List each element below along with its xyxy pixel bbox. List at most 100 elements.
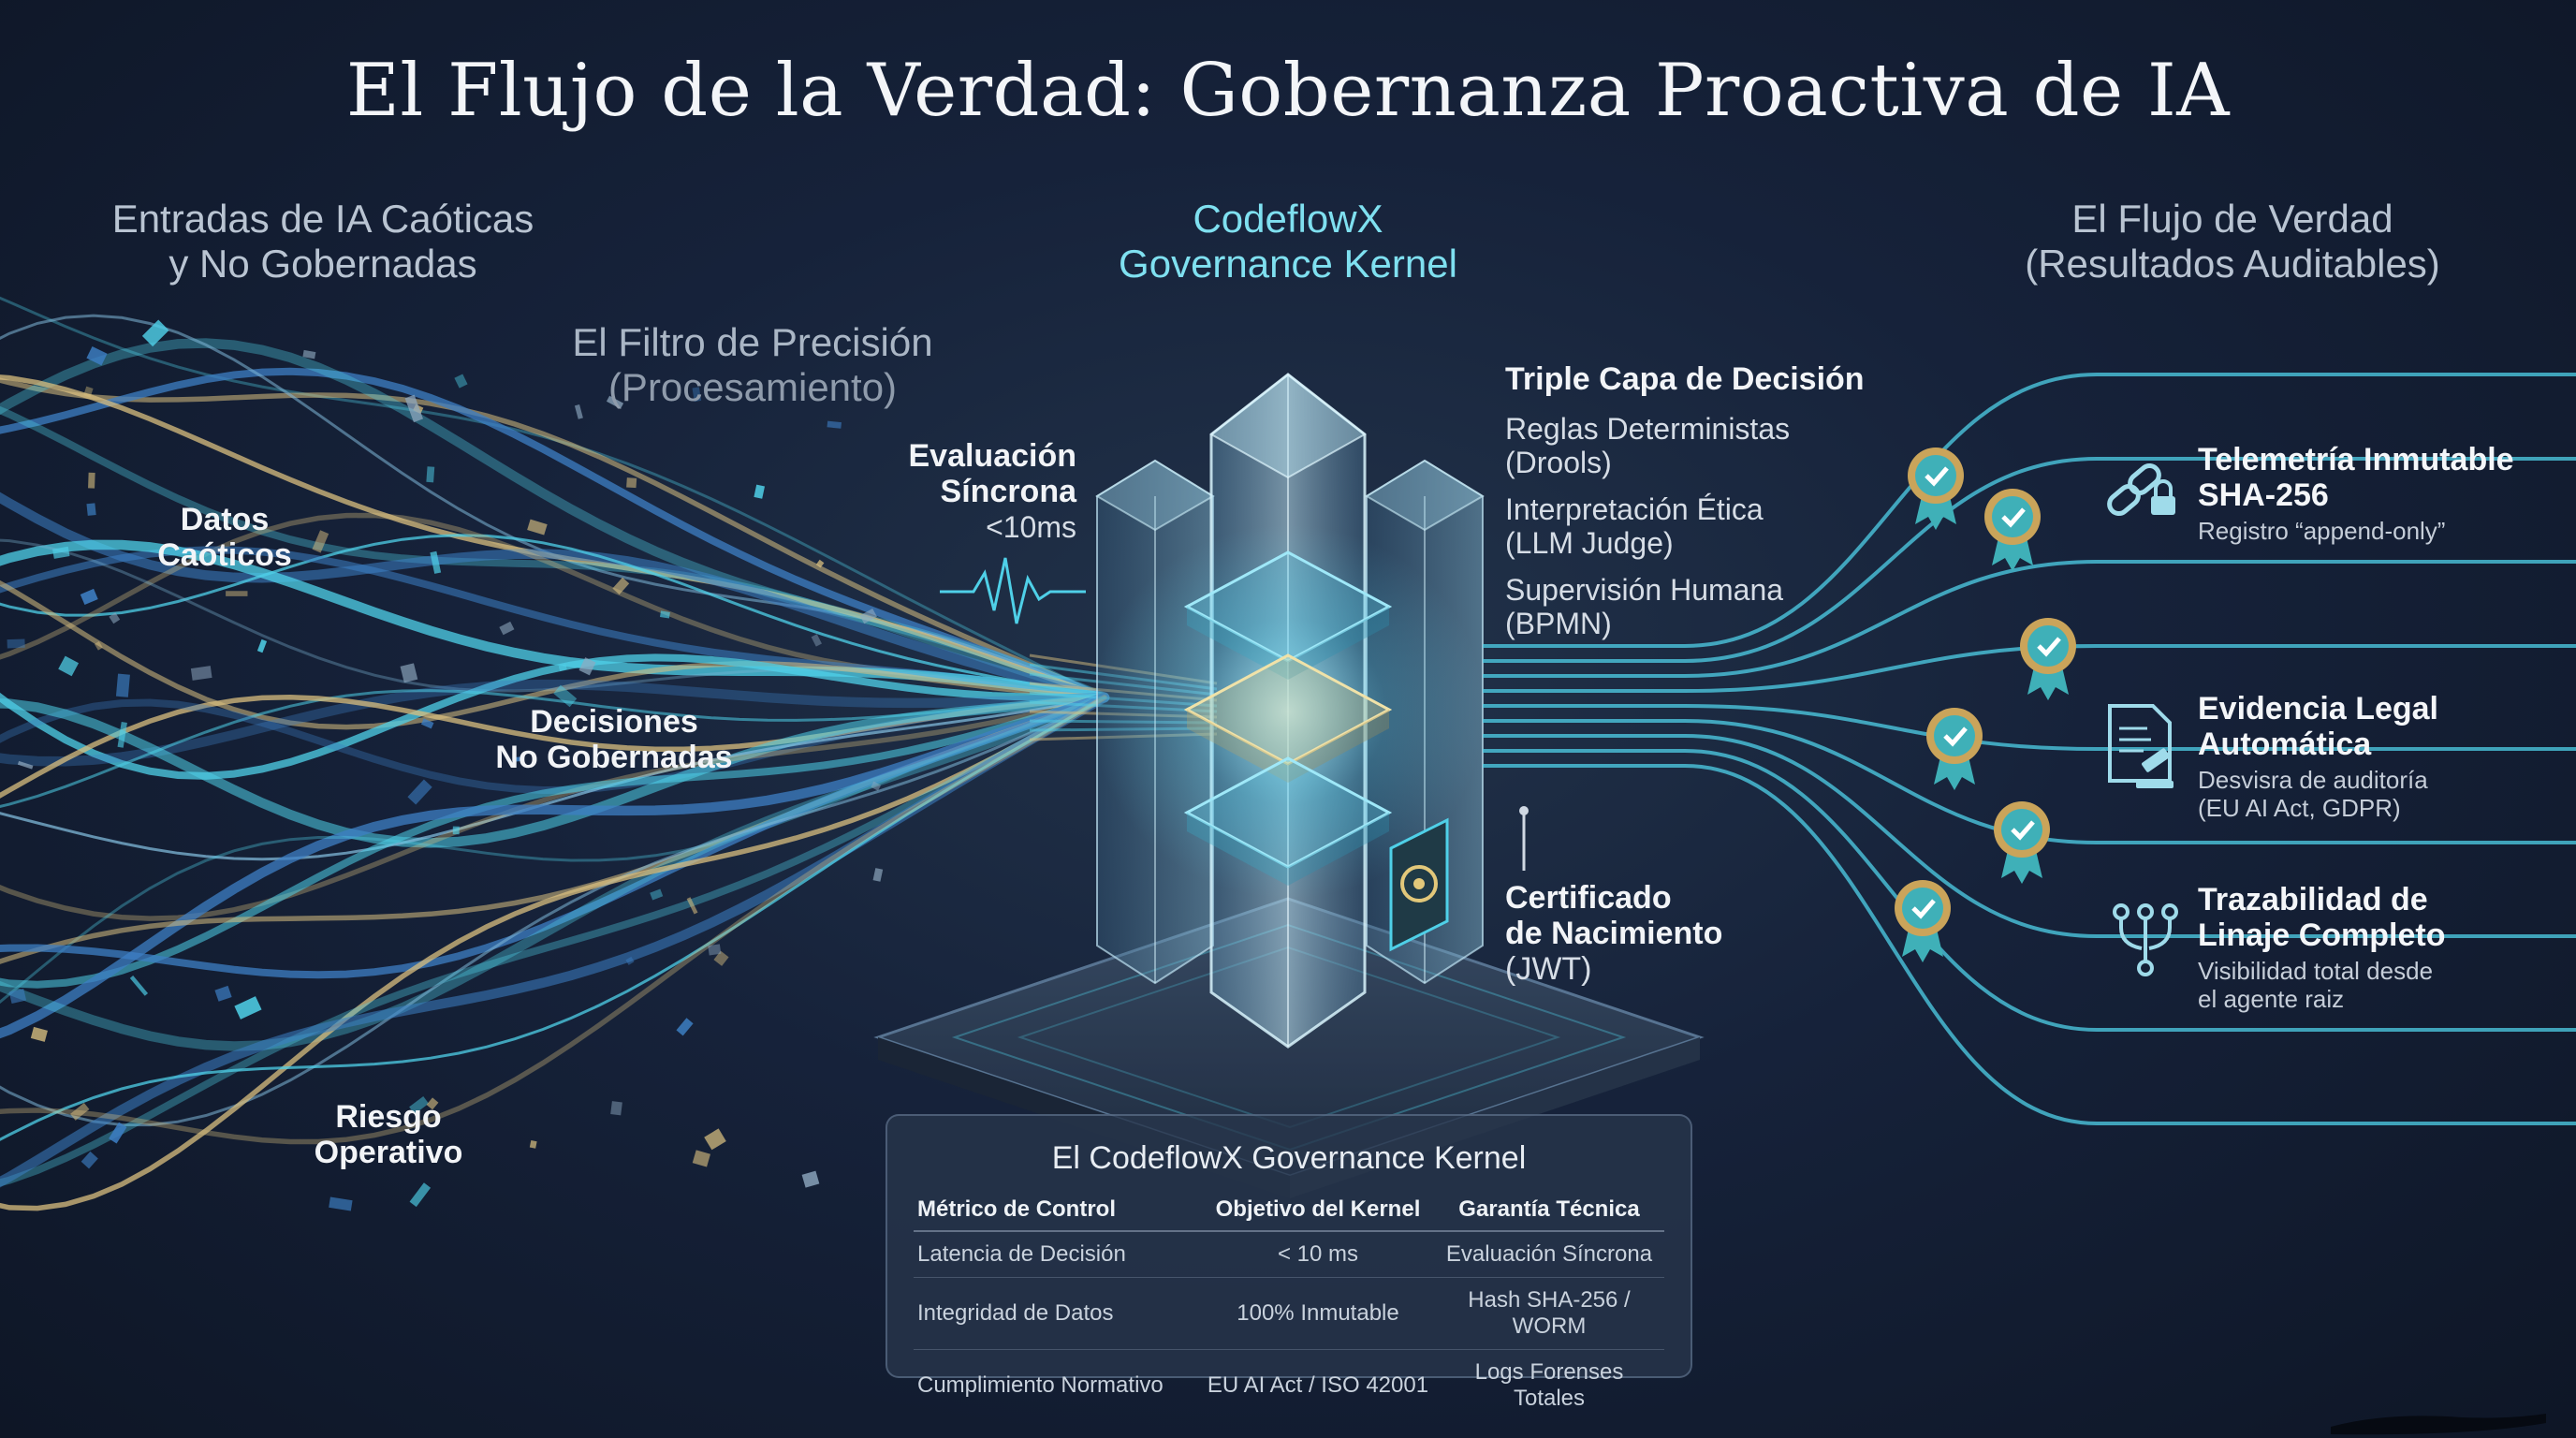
- data-stream-line: [0, 694, 1108, 989]
- right-header-line2: (Resultados Auditables): [2025, 242, 2440, 286]
- outcome-subtitle: Desvisra de auditoría: [2198, 766, 2428, 794]
- outcome-title: Automática: [2198, 726, 2372, 762]
- decision-layer-item-detail: (LLM Judge): [1505, 526, 1674, 560]
- debris-particle: [129, 976, 149, 996]
- verified-badges: [1895, 448, 2076, 962]
- debris-particle: [815, 559, 825, 568]
- debris-particle: [512, 756, 522, 762]
- chaos-label-riesgo: Riesgo Operativo: [271, 1099, 505, 1170]
- data-stream-line: [0, 694, 1108, 1187]
- debris-particle: [8, 988, 27, 1005]
- debris-particle: [692, 1150, 710, 1167]
- outcome-title: Evidencia Legal: [2198, 691, 2438, 726]
- debris-particle: [117, 722, 127, 748]
- truth-flow-line: [1483, 734, 2576, 938]
- data-stream-line: [0, 580, 1107, 730]
- truth-flow-line: [1483, 764, 2576, 1125]
- debris-particle: [88, 472, 95, 489]
- debris-particle: [801, 1170, 820, 1188]
- debris-particle: [86, 345, 108, 366]
- brush-mark: [2331, 1414, 2546, 1435]
- debris-particle: [86, 503, 96, 516]
- debris-particle: [312, 530, 329, 553]
- debris-particle: [811, 634, 822, 647]
- chaos-label-line: Riesgo: [335, 1099, 442, 1135]
- chaos-label-datos: Datos Caóticos: [112, 502, 337, 573]
- data-stream-line: [0, 538, 1106, 699]
- kernel-metrics-title: El CodeflowX Governance Kernel: [1051, 1140, 1527, 1176]
- debris-particle: [80, 1151, 98, 1169]
- truth-flow-line: [1483, 560, 2576, 678]
- verified-check-badge-icon: [1895, 880, 1951, 962]
- chaos-label-line: No Gobernadas: [495, 740, 733, 775]
- debris-particle: [859, 608, 877, 624]
- lineage-branch-icon: [2113, 903, 2178, 976]
- evaluation-line2: Síncrona: [940, 474, 1076, 509]
- debris-particle: [529, 1139, 537, 1149]
- page-title: El Flujo de la Verdad: Gobernanza Proact…: [345, 49, 2231, 133]
- chaos-label-line: Decisiones: [530, 704, 698, 740]
- data-stream-line: [0, 377, 1107, 700]
- evaluation-latency: <10ms: [986, 510, 1076, 544]
- debris-particle: [234, 996, 262, 1020]
- data-stream-line: [0, 696, 1106, 1127]
- debris-particle: [650, 888, 664, 901]
- column-header: Métrico de Control: [914, 1187, 1202, 1232]
- truth-flow-line: [1483, 457, 2576, 663]
- outcome-title: Telemetría Inmutable: [2198, 442, 2514, 477]
- decision-layers-panel: Triple Capa de Decisión Reglas Determini…: [1505, 361, 1898, 640]
- outcome-title: SHA-256: [2198, 477, 2329, 513]
- table-cell: 100% Inmutable: [1202, 1277, 1434, 1350]
- debris-particle: [52, 546, 70, 559]
- outcome-subtitle: el agente raiz: [2198, 985, 2345, 1013]
- column-header: Garantía Técnica: [1434, 1187, 1664, 1232]
- table-cell: Logs Forenses Totales: [1474, 1359, 1624, 1411]
- certificate-line2: de Nacimiento: [1505, 916, 1723, 951]
- kernel-header-line1: CodeflowX: [1193, 197, 1383, 241]
- decision-layer-item: Reglas Deterministas (Drools): [1505, 412, 1791, 479]
- debris-particle: [409, 1096, 430, 1115]
- verified-check-badge-icon: [1926, 708, 1983, 790]
- debris-particle: [558, 664, 567, 671]
- verified-check-badge-icon: [2020, 618, 2076, 700]
- chain-lock-icon: [2107, 463, 2175, 516]
- outcome-title: Trazabilidad de: [2198, 882, 2428, 917]
- debris-particle: [302, 349, 316, 360]
- debris-particle: [190, 666, 212, 681]
- truth-flow-line: [1483, 373, 2576, 648]
- debris-particle: [827, 420, 842, 429]
- table-cell: Hash SHA-256 / WORM: [1434, 1277, 1664, 1350]
- debris-particle: [686, 897, 698, 915]
- debris-particle: [454, 374, 468, 389]
- kernel-pillars: [1091, 373, 1485, 1049]
- debris-particle: [676, 1018, 694, 1036]
- truth-flow-line: [1483, 749, 2576, 1032]
- chaotic-particles: [7, 319, 884, 1211]
- table-row: Integridad de Datos 100% Inmutable Hash …: [914, 1277, 1664, 1350]
- data-stream-line: [0, 695, 1107, 921]
- legal-document-icon: [2108, 704, 2174, 788]
- data-stream-line: [0, 405, 1108, 701]
- right-column-header: El Flujo de Verdad (Resultados Auditable…: [1994, 197, 2471, 286]
- evaluation-label: Evaluación Síncrona <10ms: [908, 438, 1076, 545]
- debris-particle: [578, 657, 596, 676]
- data-stream-line: [0, 694, 1108, 979]
- decision-layer-item-detail: (BPMN): [1505, 607, 1612, 640]
- column-header: Objetivo del Kernel: [1202, 1187, 1434, 1232]
- data-stream-line: [0, 653, 1108, 780]
- chaos-label-line: Datos: [180, 502, 270, 537]
- debris-particle: [94, 641, 103, 651]
- table-cell: < 10 ms: [1202, 1231, 1434, 1278]
- debris-particle: [409, 1182, 432, 1208]
- debris-particle: [420, 718, 434, 729]
- debris-particle: [109, 1122, 127, 1144]
- debris-particle: [574, 404, 583, 419]
- debris-particle: [754, 484, 766, 499]
- debris-particle: [871, 781, 882, 791]
- kernel-header-line2: Governance Kernel: [1119, 242, 1457, 286]
- debris-particle: [400, 663, 418, 683]
- table-cell: EU AI Act / ISO 42001: [1207, 1372, 1429, 1398]
- filter-header: El Filtro de Precisión (Procesamiento): [537, 320, 968, 410]
- debris-particle: [329, 1196, 353, 1211]
